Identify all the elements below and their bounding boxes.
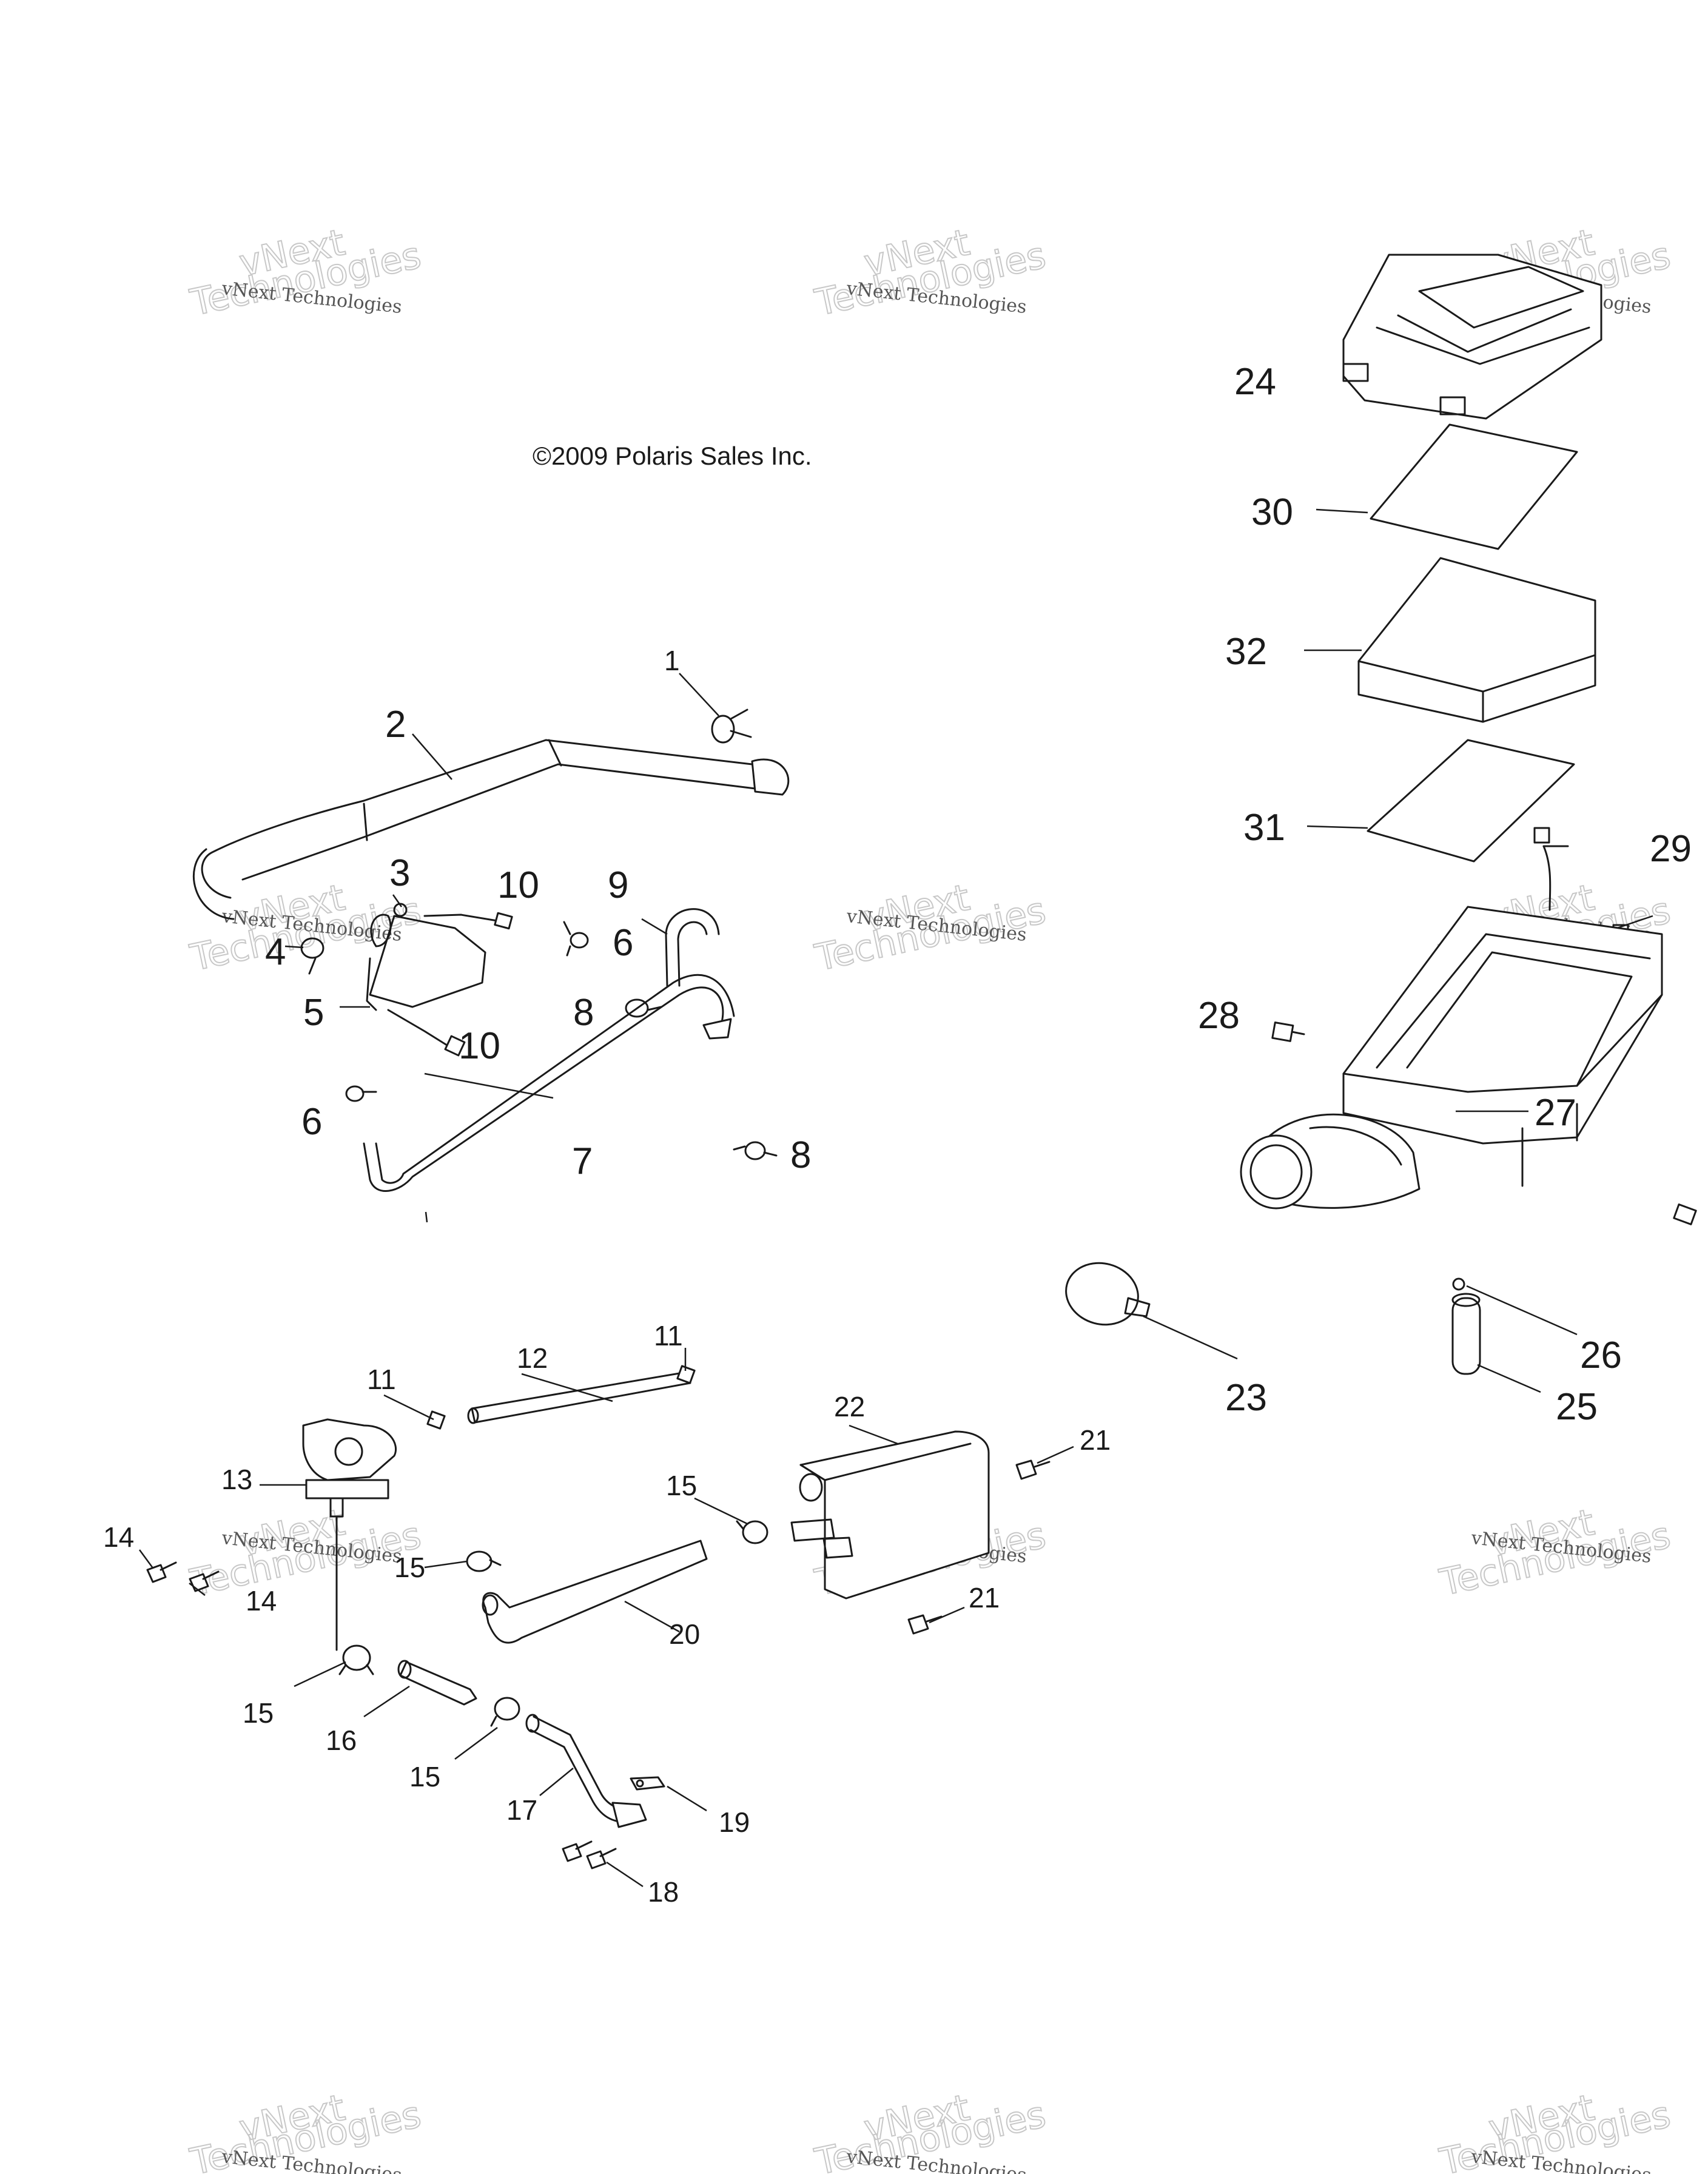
part-9-hose [665, 908, 720, 987]
part-6-clamp-lower [345, 1085, 377, 1102]
watermark-bottom-center: Technologies vNext vNext Technologies [811, 2086, 1051, 2174]
watermark-bottom-right: Technologies vNext vNext Technologies [1436, 2086, 1675, 2174]
part-22-cooler [790, 1430, 990, 1600]
callout-14-left: 14 [103, 1521, 134, 1553]
part-13-valve [302, 1418, 397, 1518]
watermark-lower-right: Technologies vNext vNext Technologies [1436, 1501, 1675, 1605]
callout-3: 3 [389, 852, 410, 894]
part-30-filter-gasket [1370, 423, 1578, 550]
part-25-spacer [1451, 1293, 1481, 1375]
callout-11-left: 11 [367, 1364, 396, 1395]
callout-15-left: 15 [243, 1697, 274, 1729]
part-1-clamp [711, 708, 752, 744]
callout-21-upper: 21 [1080, 1424, 1111, 1456]
part-17-pipe [525, 1714, 647, 1828]
part-6-clamp-upper [563, 921, 589, 957]
part-31-filter-screen [1367, 739, 1575, 863]
callout-31: 31 [1243, 807, 1285, 849]
callout-9: 9 [608, 864, 628, 906]
callout-19: 19 [719, 1806, 750, 1838]
part-24-air-box-cover [1342, 254, 1602, 420]
watermark-top-center: Technologies vNext vNext Technologies [811, 221, 1051, 325]
watermark-bottom-left: Technologies vNext vNext Technologies [186, 2086, 426, 2174]
part-5-bracket [366, 914, 486, 1011]
callout-21-lower: 21 [969, 1582, 1000, 1614]
part-21-bolt-upper [1015, 1459, 1051, 1480]
callout-24: 24 [1234, 361, 1276, 403]
callout-8-lower: 8 [790, 1134, 811, 1176]
part-18-bolt-left [562, 1840, 593, 1862]
callout-23: 23 [1225, 1377, 1267, 1419]
callout-2: 2 [385, 704, 406, 745]
callout-10-lower: 10 [459, 1025, 500, 1067]
callout-6-lower: 6 [301, 1101, 322, 1143]
part-15-clamp-c [338, 1644, 374, 1675]
callout-1: 1 [664, 645, 680, 676]
callout-15-lower: 15 [409, 1761, 440, 1792]
watermark-layer: Technologies vNext vNext Technologies Te… [186, 221, 1675, 2174]
part-16-hose [397, 1660, 477, 1706]
part-12-tube [467, 1371, 691, 1424]
callout-30: 30 [1251, 491, 1293, 533]
callout-20: 20 [669, 1618, 700, 1650]
part-2-hose [192, 739, 790, 920]
part-28-screw [1271, 1021, 1305, 1042]
callout-11-right: 11 [654, 1320, 683, 1351]
part-11-plug-left [426, 1410, 446, 1430]
callout-17: 17 [506, 1794, 537, 1826]
callout-4: 4 [265, 931, 286, 973]
part-15-clamp-b [736, 1520, 768, 1544]
part-15-clamp-a [466, 1550, 502, 1572]
part-20-hose [482, 1540, 708, 1644]
part-7-hose [363, 974, 735, 1192]
watermark-mid-center: Technologies vNext vNext Technologies [811, 876, 1051, 980]
callout-10-upper: 10 [497, 864, 539, 906]
part-32-filter-element [1357, 557, 1596, 723]
copyright-notice: ©2009 Polaris Sales Inc. [533, 442, 812, 470]
callout-18: 18 [648, 1876, 679, 1908]
callout-28: 28 [1198, 995, 1240, 1037]
part-18-bolt-right [586, 1848, 617, 1869]
part-11-plug-right [676, 1365, 696, 1384]
part-19-gasket [630, 1776, 665, 1791]
callout-5: 5 [303, 992, 324, 1034]
part-23-clamp [1065, 1262, 1151, 1326]
callout-7: 7 [572, 1140, 593, 1182]
part-26-screw [1452, 1277, 1465, 1291]
callout-labels: 1 2 3 4 5 6 6 7 8 8 9 10 10 11 11 12 13 … [103, 361, 1692, 1908]
callout-22: 22 [834, 1391, 865, 1422]
callout-16: 16 [326, 1725, 357, 1756]
callout-29: 29 [1650, 828, 1692, 870]
callout-6-upper: 6 [613, 922, 633, 964]
part-10-bolt-lower [387, 1009, 466, 1057]
callout-27: 27 [1535, 1092, 1576, 1134]
part-14-bolt-left [146, 1561, 177, 1583]
callout-26: 26 [1580, 1334, 1622, 1376]
part-8-clamp-upper [625, 998, 662, 1018]
side-bolt [1673, 1203, 1697, 1225]
watermark-top-left: Technologies vNext vNext Technologies [186, 221, 426, 325]
part-15-clamp-d [490, 1697, 520, 1727]
leader-lines [138, 508, 1653, 1888]
callout-15-right: 15 [666, 1470, 697, 1501]
watermark-lower-left: Technologies vNext vNext Technologies [186, 1501, 426, 1605]
callout-15-mid: 15 [394, 1552, 425, 1583]
callout-32: 32 [1225, 631, 1267, 673]
part-10-bolt-upper [423, 912, 513, 930]
part-8-clamp-lower [733, 1141, 778, 1160]
callout-25: 25 [1556, 1386, 1598, 1428]
callout-8-upper: 8 [573, 992, 594, 1034]
callout-13: 13 [221, 1464, 252, 1495]
callout-14-right: 14 [246, 1585, 277, 1617]
part-27-air-box-base [1240, 906, 1663, 1210]
part-21-bolt-lower [907, 1614, 943, 1635]
callout-12: 12 [517, 1342, 548, 1374]
